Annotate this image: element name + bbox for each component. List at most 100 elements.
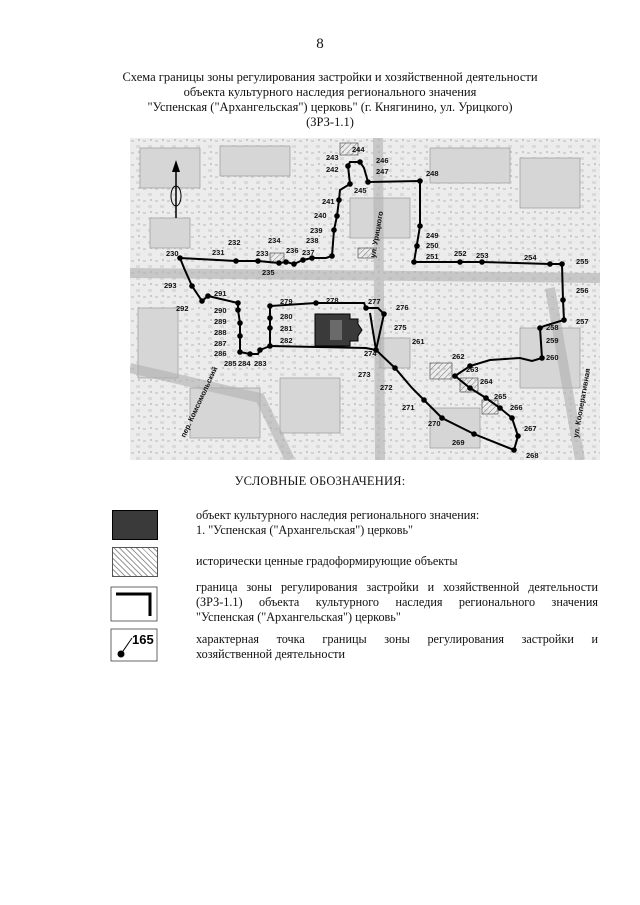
point-label: 259 [546,336,559,345]
point-label: 275 [394,323,407,332]
point-label: 230 [166,249,179,258]
legend-item-1-line-1: объект культурного наследия региональног… [196,508,480,522]
point-label: 287 [214,339,227,348]
legend-swatch-point: 165 [110,628,158,662]
boundary-point [177,255,183,261]
boundary-point [411,259,417,265]
point-label: 236 [286,246,299,255]
point-label: 284 [238,359,251,368]
legend-heading: УСЛОВНЫЕ ОБОЗНАЧЕНИЯ: [234,474,406,488]
point-label: 240 [314,211,327,220]
point-label: 238 [306,236,319,245]
boundary-point [257,347,263,353]
point-label: 266 [510,403,523,412]
legend-item-4-line-2: хозяйственной деятельности [196,647,345,661]
point-label: 285 [224,359,237,368]
boundary-point [283,259,289,265]
boundary-point [439,415,445,421]
zone-map: пер. Комсомольский ул. Урицкого ул. Кооп… [130,138,600,460]
church-monument [314,313,363,347]
point-label: 241 [322,197,335,206]
north-arrow-icon [170,160,182,218]
point-label: 281 [280,324,293,333]
point-label: 272 [380,383,393,392]
boundary-point [267,303,273,309]
point-label: 283 [254,359,267,368]
boundary-point [421,397,427,403]
boundary-point [561,317,567,323]
boundary-point [237,349,243,355]
legend-swatch-boundary [110,586,158,622]
boundary-point [313,300,319,306]
boundary-point [452,373,458,379]
boundary-point [467,385,473,391]
boundary-point [357,159,363,165]
boundary-point [189,283,195,289]
boundary-points [177,159,567,453]
legend-text-point: характерная точка границы зоны регулиров… [196,632,598,662]
point-label: 252 [454,249,467,258]
boundary-point [467,363,473,369]
boundary-point [547,261,553,267]
point-label: 253 [476,251,489,260]
point-label: 263 [466,365,479,374]
boundary-point [267,343,273,349]
point-label: 291 [214,289,227,298]
boundary-point [267,315,273,321]
point-label: 270 [428,419,441,428]
point-label: 243 [326,153,339,162]
boundary-point [205,293,211,299]
boundary-point [417,178,423,184]
boundary-point [414,243,420,249]
boundary-point [559,261,565,267]
point-label: 249 [426,231,439,240]
point-label: 269 [452,438,465,447]
legend-item-4-line-1: характерная точка границы зоны регулиров… [196,632,598,646]
point-label: 262 [452,352,465,361]
boundary-point [199,298,205,304]
boundary-point [509,415,515,421]
point-label: 234 [268,236,281,245]
point-label: 286 [214,349,227,358]
point-label: 232 [228,238,241,247]
point-marker-icon [117,650,125,658]
point-label: 280 [280,312,293,321]
point-label: 251 [426,252,439,261]
point-label: 246 [376,156,389,165]
point-label: 264 [480,377,493,386]
point-label: 242 [326,165,339,174]
point-label: 245 [354,186,367,195]
title-line-3: "Успенская ("Архангельская") церковь" (г… [147,100,513,114]
boundary-point [373,347,379,353]
point-labels: 230 231 232 233 234 235 236 237 238 239 … [164,145,589,460]
boundary-point [276,260,282,266]
legend-item-3-line-2: (ЗРЗ-1.1) объекта культурного наследия р… [196,595,598,609]
legend-text-boundary: граница зоны регулирования застройки и х… [196,580,598,625]
point-label: 288 [214,328,227,337]
point-label: 293 [164,281,177,290]
point-label: 279 [280,297,293,306]
boundary-point [365,179,371,185]
boundary-point [537,325,543,331]
legend-point-label: 165 [132,632,154,647]
point-label: 244 [352,145,365,154]
point-label: 257 [576,317,589,326]
point-label: 254 [524,253,537,262]
boundary-point [417,223,423,229]
title-line-4: (ЗРЗ-1.1) [306,115,354,129]
boundary-point [560,297,566,303]
boundary-point [483,395,489,401]
point-label: 290 [214,306,227,315]
boundary-point [515,433,521,439]
point-label: 231 [212,248,225,257]
legend-swatch-historic [112,547,158,577]
point-label: 255 [576,257,589,266]
point-label: 260 [546,353,559,362]
boundary-point [329,253,335,259]
legend-swatch-monument [112,510,158,540]
legend-text-monument: объект культурного наследия региональног… [196,508,598,538]
point-label: 239 [310,226,323,235]
boundary-point [392,365,398,371]
boundary-point [291,261,297,267]
legend-text-historic: исторически ценные градоформирующие объе… [196,554,598,569]
